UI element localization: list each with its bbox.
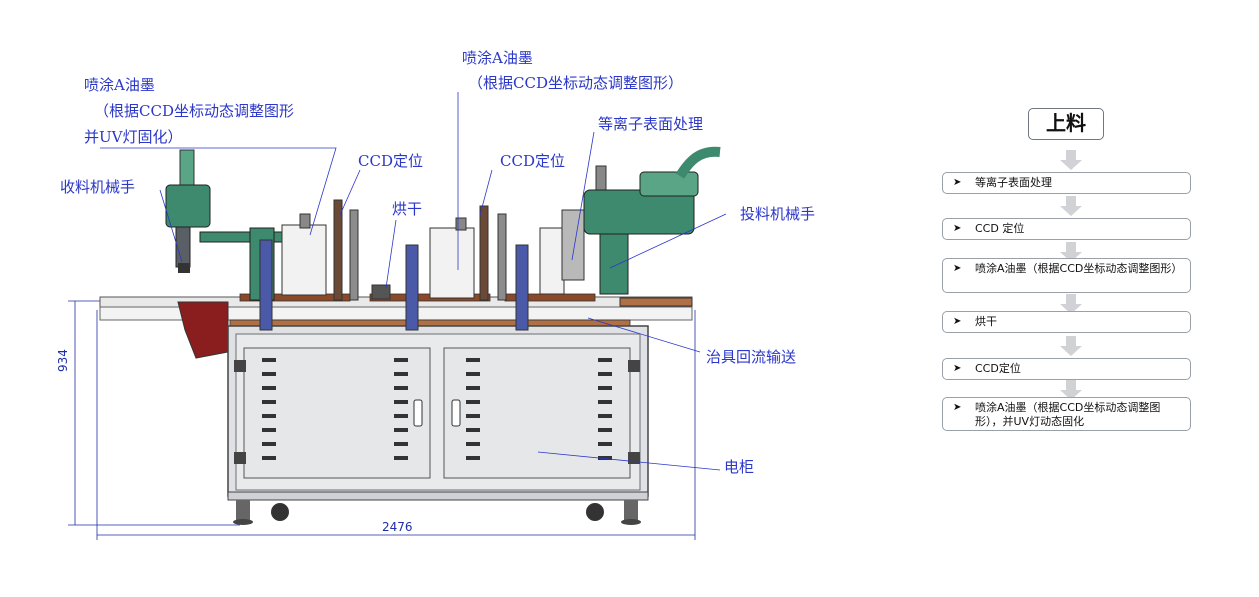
flow-arrow-6 <box>1060 380 1082 400</box>
flow-step-6: ➤喷涂A油墨（根据CCD坐标动态调整图形），并UV灯动态固化 <box>942 397 1191 431</box>
dimension-lines <box>68 300 696 540</box>
callout-ccd-mid: CCD定位 <box>500 152 565 170</box>
caster-left <box>271 503 289 521</box>
callout-spray-top-line2: （根据CCD坐标动态调整图形） <box>468 74 683 92</box>
dimension-width: 2476 <box>382 520 413 534</box>
dimension-height: 934 <box>56 349 70 372</box>
flow-step-2: ➤CCD 定位 <box>942 218 1191 240</box>
vent-slots-right <box>466 358 612 460</box>
flow-arrow-1 <box>1060 150 1082 170</box>
flow-step-5: ➤CCD定位 <box>942 358 1191 380</box>
foot-left <box>236 500 250 520</box>
stations <box>259 165 607 331</box>
callout-fixture-return: 治具回流输送 <box>706 348 797 366</box>
machine-drawing <box>68 92 727 540</box>
flow-step-label: 喷涂A油墨（根据CCD坐标动态调整图形），并UV灯动态固化 <box>975 401 1161 428</box>
callout-plasma: 等离子表面处理 <box>598 115 704 133</box>
callout-cabinet: 电柜 <box>724 458 755 476</box>
foot-pad-right <box>621 519 641 525</box>
flow-step-label: CCD定位 <box>975 362 1021 375</box>
callout-unload-robot: 收料机械手 <box>60 178 136 196</box>
callout-ccd-left: CCD定位 <box>358 152 423 170</box>
foot-pad-left <box>233 519 253 525</box>
flow-arrow-3 <box>1060 242 1082 262</box>
flow-step-4: ➤烘干 <box>942 311 1191 333</box>
callout-spray-top-line1: 喷涂A油墨 <box>462 49 533 67</box>
callout-drying: 烘干 <box>392 200 423 218</box>
door-handle-right <box>451 399 461 427</box>
callout-spray-left-line2: （根据CCD坐标动态调整图形 <box>94 102 294 120</box>
door-handle-left <box>413 399 423 427</box>
callout-load-robot: 投料机械手 <box>740 205 816 223</box>
flow-step-label: 等离子表面处理 <box>975 176 1052 189</box>
flow-step-label: 喷涂A油墨（根据CCD坐标动态调整图形） <box>975 262 1183 275</box>
flow-start-box: 上料 <box>1028 108 1104 140</box>
foot-right <box>624 500 638 520</box>
collection-chute <box>177 301 229 359</box>
base-rail <box>227 491 649 501</box>
flow-step-3: ➤喷涂A油墨（根据CCD坐标动态调整图形） <box>942 258 1191 293</box>
flow-step-label: 烘干 <box>975 315 997 328</box>
callout-spray-left-line1: 喷涂A油墨 <box>84 76 155 94</box>
flow-arrow-4 <box>1060 294 1082 314</box>
flow-arrow-2 <box>1060 196 1082 216</box>
vent-slots-left <box>262 358 408 460</box>
flow-step-1: ➤等离子表面处理 <box>942 172 1191 194</box>
flow-arrow-5 <box>1060 336 1082 356</box>
load-robot <box>583 146 721 307</box>
flow-step-label: CCD 定位 <box>975 222 1025 235</box>
caster-right <box>586 503 604 521</box>
callout-spray-left-line3: 并UV灯固化） <box>84 128 183 146</box>
leader-lines <box>100 92 727 471</box>
